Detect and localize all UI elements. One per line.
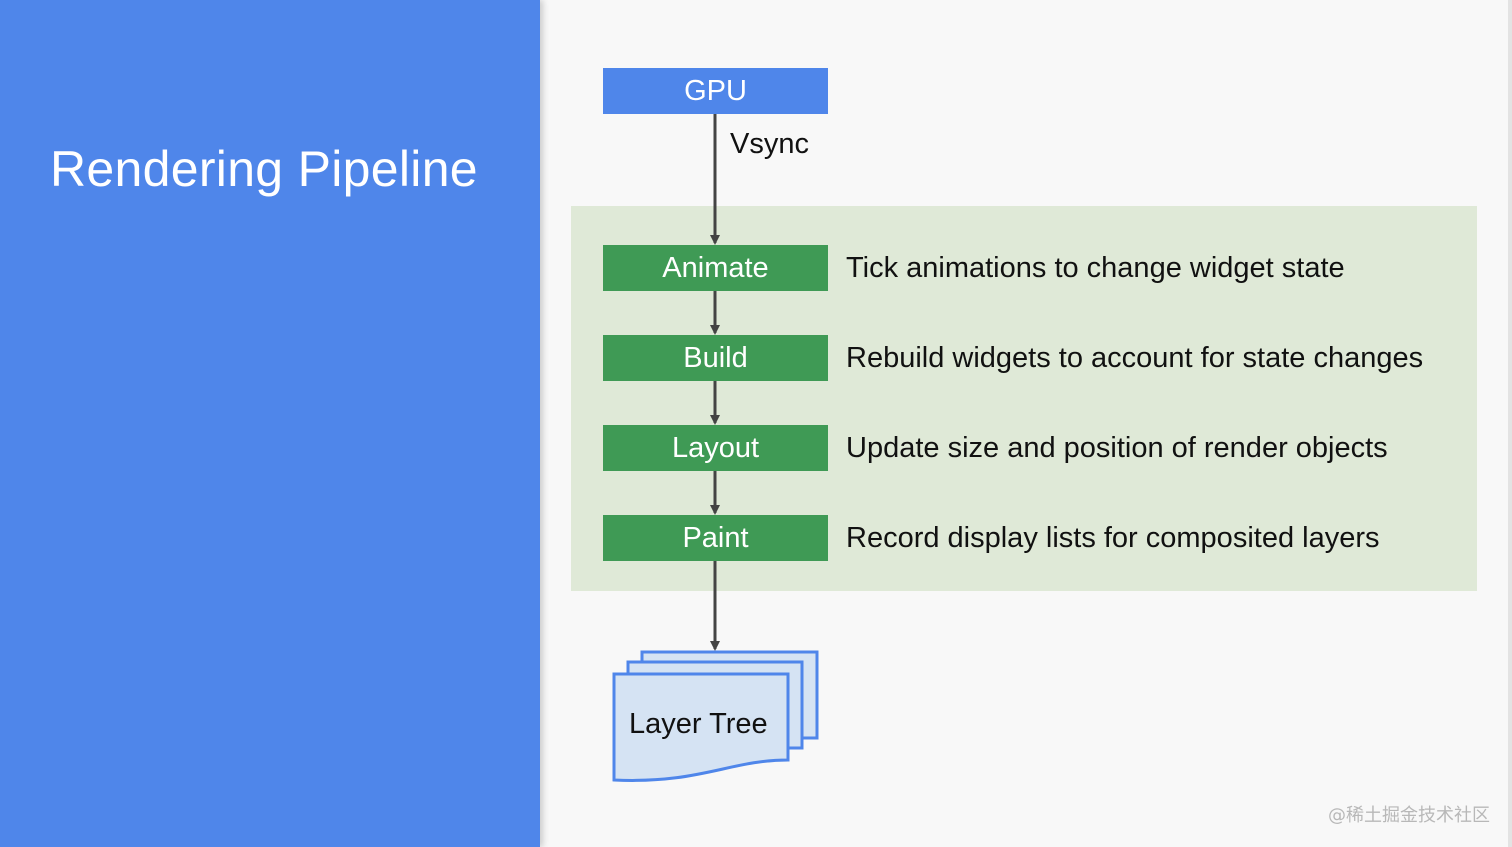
stage-layout-description: Update size and position of render objec… xyxy=(846,432,1388,464)
title-panel: Rendering Pipeline xyxy=(0,0,540,847)
stage-paint-description: Record display lists for composited laye… xyxy=(846,522,1380,554)
slide-title: Rendering Pipeline xyxy=(50,141,478,197)
stage-layout-box: Layout xyxy=(603,425,828,471)
slide-edge xyxy=(1508,0,1512,847)
vsync-label: Vsync xyxy=(730,128,809,160)
stage-build-box: Build xyxy=(603,335,828,381)
layer-tree-document-icon xyxy=(612,650,819,782)
layer-tree-label: Layer Tree xyxy=(629,708,768,740)
stage-build-description: Rebuild widgets to account for state cha… xyxy=(846,342,1424,374)
stage-animate-box: Animate xyxy=(603,245,828,291)
gpu-box: GPU xyxy=(603,68,828,114)
stage-paint-box: Paint xyxy=(603,515,828,561)
watermark: @稀土掘金技术社区 xyxy=(1328,805,1490,826)
stage-animate-description: Tick animations to change widget state xyxy=(846,252,1345,284)
